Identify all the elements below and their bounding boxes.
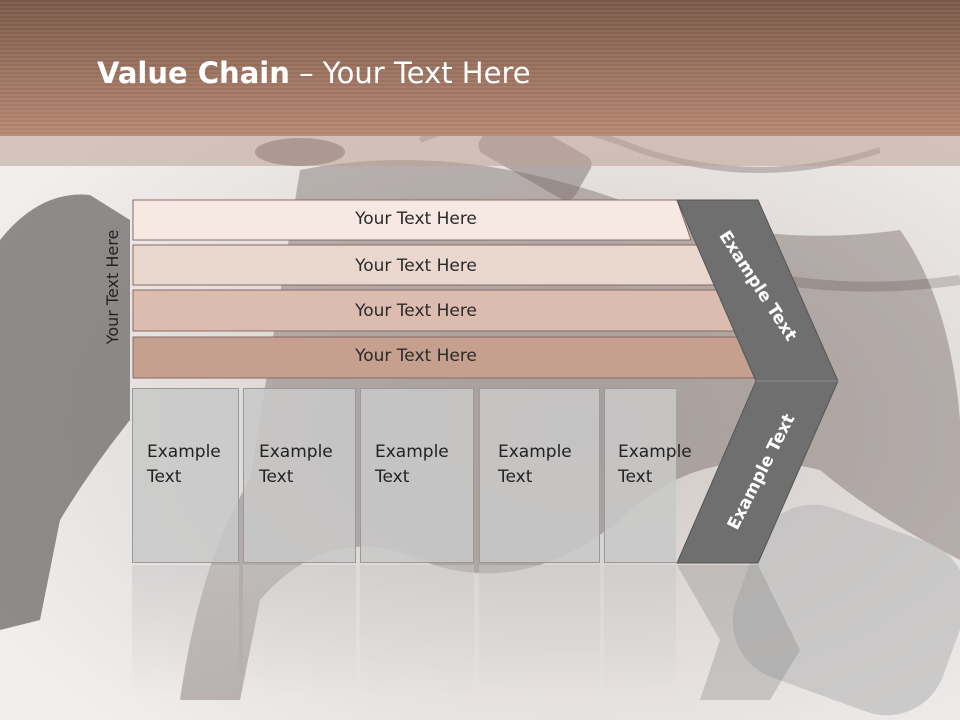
activity-box-2-text: Example Text xyxy=(259,440,333,490)
box-4-reflection xyxy=(479,565,600,695)
slide-title: Value Chain – Your Text Here xyxy=(97,55,531,91)
box-5-line1: Example xyxy=(618,442,692,462)
box-2-reflection xyxy=(243,565,356,695)
box-1-line2: Text xyxy=(147,467,182,487)
box-4-line1: Example xyxy=(498,442,572,462)
activity-box-2[interactable] xyxy=(243,388,356,563)
chevron-reflection xyxy=(677,565,800,700)
title-bold: Value Chain xyxy=(97,56,290,90)
box-3-line2: Text xyxy=(375,467,410,487)
bar-1-label: Your Text Here xyxy=(355,209,477,229)
header-subband xyxy=(0,136,960,166)
box-3-reflection xyxy=(360,565,474,695)
box-1-line1: Example xyxy=(147,442,221,462)
box-5-reflection xyxy=(604,565,676,695)
activity-box-1-text: Example Text xyxy=(147,440,221,490)
bar-3-label: Your Text Here xyxy=(355,301,477,321)
title-rest: – Your Text Here xyxy=(289,56,531,90)
header-band xyxy=(0,0,960,136)
box-1-reflection xyxy=(132,565,239,695)
bar-2-label: Your Text Here xyxy=(355,256,477,276)
activity-box-5-text: Example Text xyxy=(618,440,692,490)
activity-box-3[interactable] xyxy=(360,388,474,563)
activity-box-4-text: Example Text xyxy=(498,440,572,490)
bar-1[interactable] xyxy=(132,199,692,241)
box-2-line2: Text xyxy=(259,467,294,487)
header-texture xyxy=(0,0,960,136)
box-3-line1: Example xyxy=(375,442,449,462)
box-4-line2: Text xyxy=(498,467,533,487)
box-5-line2: Text xyxy=(618,467,653,487)
activity-box-4[interactable] xyxy=(479,388,600,563)
box-2-line1: Example xyxy=(259,442,333,462)
activity-box-3-text: Example Text xyxy=(375,440,449,490)
activity-box-5[interactable] xyxy=(604,388,676,563)
bar-4-label: Your Text Here xyxy=(355,346,477,366)
activity-box-1[interactable] xyxy=(132,388,239,563)
